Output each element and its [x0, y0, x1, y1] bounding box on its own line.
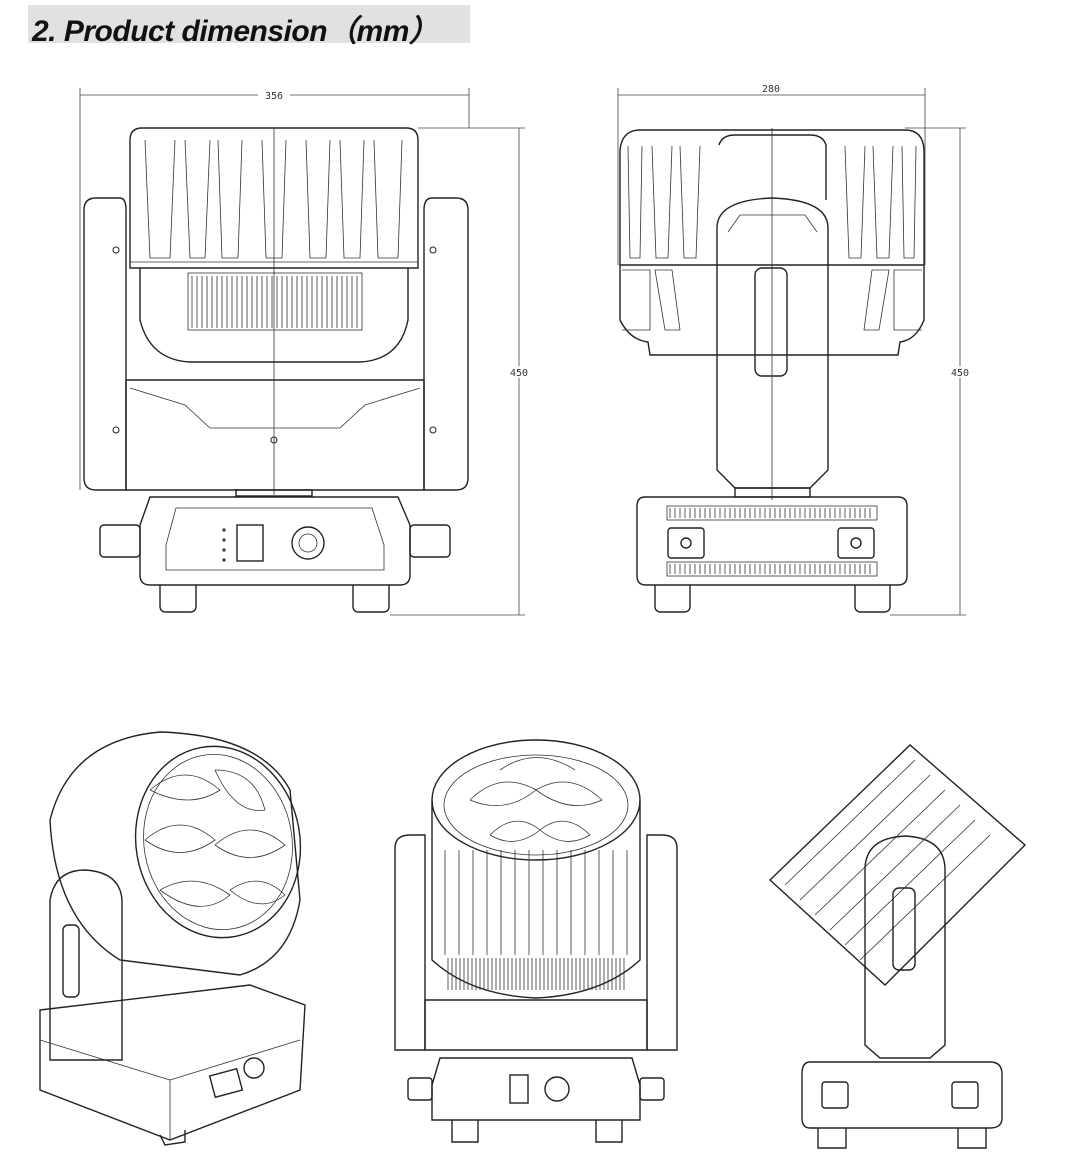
front-view: 356 450 — [79, 88, 532, 616]
front-height-label: 450 — [510, 368, 528, 379]
perspective-view-left — [39, 731, 306, 1146]
front-width-label: 356 — [265, 91, 283, 102]
section-title: 2. Product dimension（mm） — [32, 15, 439, 48]
side-height-dimension: 450 — [890, 127, 972, 616]
perspective-view-right — [768, 744, 1027, 1149]
side-width-label: 280 — [762, 84, 780, 95]
front-width-dimension: 356 — [79, 88, 470, 490]
side-width-dimension: 280 — [617, 82, 926, 265]
section-title-background — [28, 5, 470, 43]
perspective-view-center — [394, 739, 678, 1143]
side-view: 280 450 — [617, 82, 972, 616]
front-height-dimension: 450 — [390, 127, 532, 616]
side-height-label: 450 — [951, 368, 969, 379]
